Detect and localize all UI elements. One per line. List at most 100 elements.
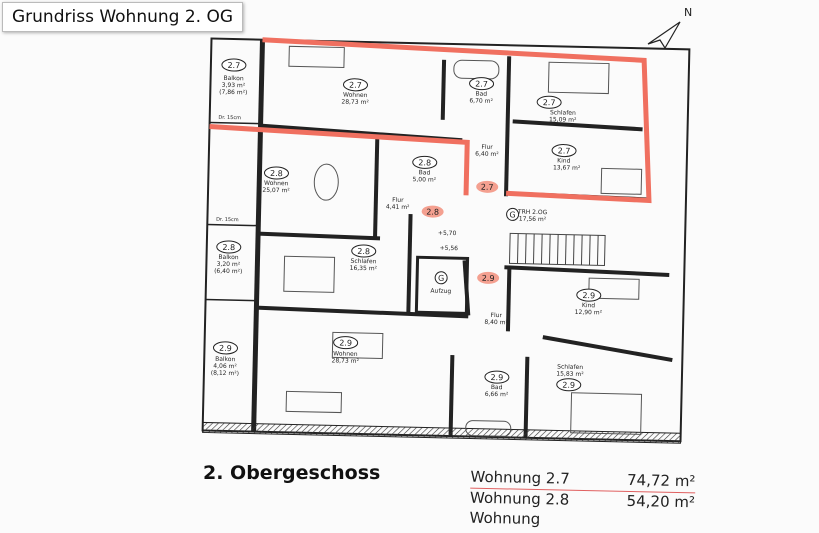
svg-text:Kind: Kind	[557, 157, 571, 164]
svg-text:Aufzug: Aufzug	[430, 288, 451, 295]
dr-label-2-7: Dr. 15cm	[218, 115, 241, 122]
svg-text:6,40 m²: 6,40 m²	[475, 151, 499, 159]
svg-text:2.9: 2.9	[582, 291, 595, 300]
entrance-marker-2-7: 2.7	[476, 180, 499, 193]
bottom-wall	[202, 421, 682, 444]
svg-text:13,67 m²: 13,67 m²	[553, 164, 581, 172]
svg-text:15,09 m²: 15,09 m²	[549, 116, 577, 124]
svg-text:G: G	[509, 210, 515, 219]
svg-text:Flur: Flur	[392, 197, 404, 204]
svg-text:25,07 m²: 25,07 m²	[262, 187, 290, 195]
svg-text:Bad: Bad	[491, 384, 503, 391]
entrance-marker-2-8: 2.8	[421, 205, 444, 218]
svg-text:2.9: 2.9	[562, 381, 575, 390]
svg-text:Balkon: Balkon	[223, 75, 244, 82]
unit-2-7-outline	[262, 37, 652, 204]
svg-text:Schlafen: Schlafen	[550, 109, 576, 117]
svg-text:Balkon: Balkon	[215, 356, 236, 363]
svg-text:15,83 m²: 15,83 m²	[556, 370, 584, 378]
svg-text:2.7: 2.7	[227, 61, 240, 70]
svg-text:2.7: 2.7	[558, 146, 571, 155]
svg-text:Wohnen: Wohnen	[264, 180, 289, 188]
svg-text:28,73 m²: 28,73 m²	[341, 99, 369, 107]
svg-text:3,20 m²: 3,20 m²	[217, 261, 241, 269]
svg-text:Flur: Flur	[491, 312, 503, 319]
svg-text:N: N	[684, 6, 692, 19]
svg-text:Schlafen: Schlafen	[557, 363, 583, 371]
level-upper: +5,70	[438, 230, 457, 237]
svg-text:2.7: 2.7	[349, 81, 362, 90]
svg-text:G: G	[438, 274, 444, 283]
apartment-name: Wohnung	[469, 508, 541, 529]
svg-text:2.7: 2.7	[475, 80, 488, 89]
svg-text:Wohnen: Wohnen	[343, 92, 368, 100]
svg-text:6,70 m²: 6,70 m²	[469, 97, 493, 105]
svg-text:Schlafen: Schlafen	[350, 258, 376, 266]
svg-text:TRH 2.OG: TRH 2.OG	[517, 209, 548, 217]
svg-text:28,73 m²: 28,73 m²	[331, 357, 359, 365]
svg-text:6,66 m²: 6,66 m²	[485, 391, 509, 399]
svg-text:8,40 m²: 8,40 m²	[484, 319, 508, 327]
north-arrow-icon: N	[647, 6, 692, 50]
dr-label-2-8: Dr. 15cm	[216, 217, 239, 224]
unit-2-8-outline	[209, 124, 470, 196]
svg-text:(8,12 m²): (8,12 m²)	[211, 370, 239, 378]
staircase	[508, 232, 606, 267]
svg-text:Bad: Bad	[419, 169, 431, 176]
svg-text:2.9: 2.9	[219, 344, 232, 353]
room-aufzug: G Aufzug	[430, 271, 451, 295]
apartment-name: Wohnung 2.8	[469, 488, 570, 509]
svg-text:2.9: 2.9	[490, 373, 503, 382]
svg-text:5,00 m²: 5,00 m²	[413, 176, 437, 184]
svg-text:2.8: 2.8	[426, 207, 439, 216]
svg-text:2.9: 2.9	[482, 274, 495, 283]
svg-text:4,06 m²: 4,06 m²	[213, 363, 237, 371]
svg-text:Kind: Kind	[582, 302, 596, 309]
svg-text:12,90 m²: 12,90 m²	[575, 309, 603, 317]
svg-text:2.8: 2.8	[222, 243, 235, 252]
svg-text:2.7: 2.7	[481, 183, 494, 192]
floor-title: 2. Obergeschoss	[203, 462, 381, 484]
page-title: Grundriss Wohnung 2. OG	[2, 2, 244, 32]
outer-wall	[201, 37, 691, 443]
svg-text:(6,40 m²): (6,40 m²)	[214, 268, 242, 276]
apartment-name: Wohnung 2.7	[470, 467, 570, 488]
apartment-area: 74,72 m²	[626, 470, 696, 491]
svg-text:17,56 m²: 17,56 m²	[519, 216, 547, 224]
svg-text:2.7: 2.7	[543, 98, 556, 107]
interior-walls	[256, 56, 673, 438]
svg-text:Balkon: Balkon	[218, 254, 239, 261]
svg-text:2.9: 2.9	[339, 339, 352, 348]
entrance-marker-2-9: 2.9	[477, 271, 500, 284]
svg-text:3,93 m²: 3,93 m²	[222, 82, 246, 90]
svg-text:Wohnen: Wohnen	[333, 350, 358, 358]
svg-text:2.8: 2.8	[418, 158, 431, 167]
apartment-area: 54,20 m²	[626, 491, 696, 512]
elevator-shaft	[414, 255, 470, 315]
svg-text:2.8: 2.8	[270, 169, 283, 178]
level-lower: +5,56	[440, 245, 459, 252]
svg-text:Flur: Flur	[481, 144, 493, 151]
svg-text:2.8: 2.8	[357, 247, 370, 256]
furniture	[283, 45, 643, 437]
